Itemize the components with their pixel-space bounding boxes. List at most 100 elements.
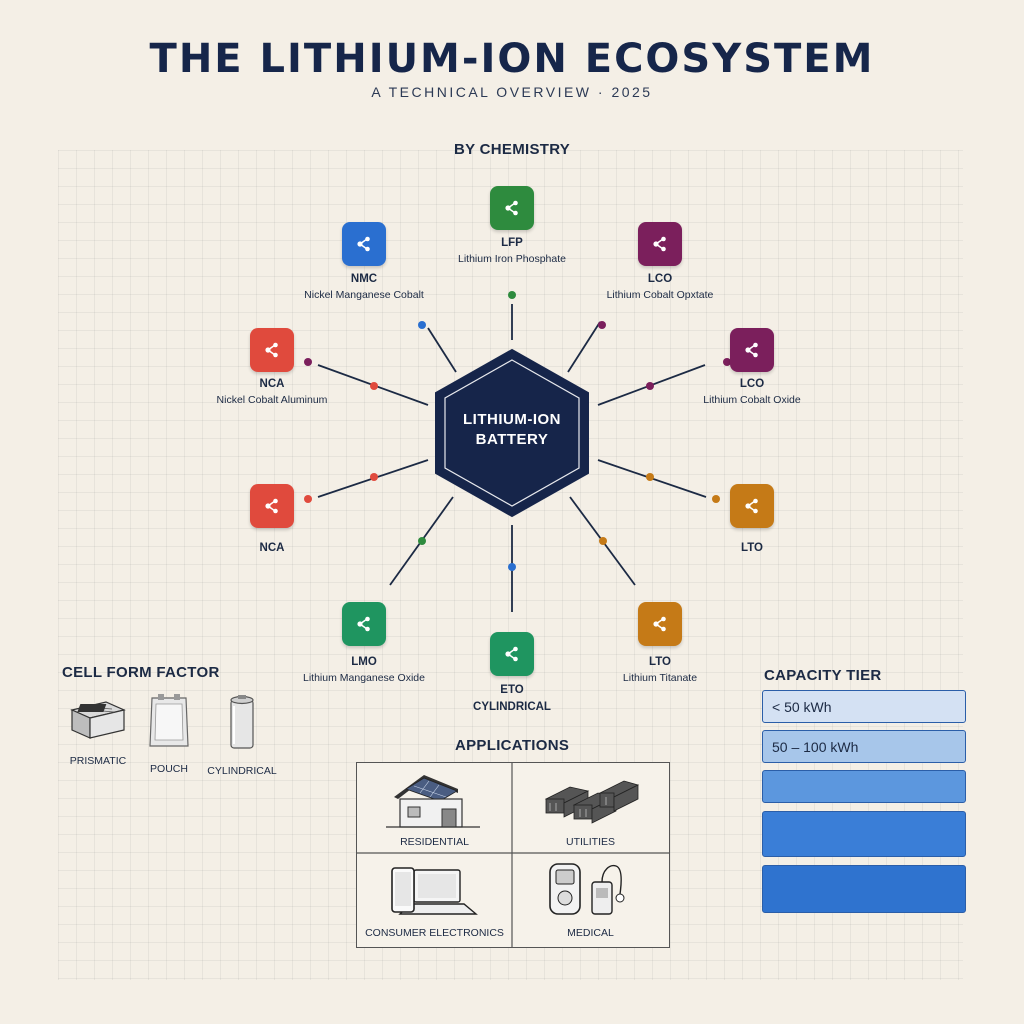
molecule-icon bbox=[265, 342, 278, 358]
form-factor-label: PRISMATIC bbox=[69, 755, 127, 767]
spoke-dot bbox=[508, 291, 516, 299]
spoke-dot bbox=[304, 358, 312, 366]
center-hexagon-inner bbox=[444, 359, 580, 507]
chemistry-abbr: NMC bbox=[350, 273, 378, 285]
devices-icon bbox=[391, 867, 478, 915]
chemistry-node-lco-icon bbox=[638, 222, 682, 266]
house-solar-icon bbox=[386, 775, 480, 828]
chemistry-full-name: Lithium Cobalt Opxtate bbox=[606, 288, 714, 301]
molecule-icon bbox=[745, 342, 758, 358]
application-label: CONSUMER ELECTRONICS bbox=[365, 927, 504, 939]
molecule-icon bbox=[265, 498, 278, 514]
chemistry-full-name: CYLINDRICAL bbox=[473, 700, 551, 713]
spoke-dot bbox=[418, 321, 426, 329]
form-factor-label: POUCH bbox=[150, 763, 188, 775]
chemistry-abbr: LTO bbox=[741, 542, 763, 554]
molecule-icon bbox=[357, 236, 370, 252]
chemistry-abbr: LTO bbox=[649, 656, 671, 668]
chemistry-node-label: NCA bbox=[162, 540, 382, 557]
capacity-tier-bar bbox=[762, 865, 966, 913]
spoke-dot bbox=[370, 473, 378, 481]
chemistry-node-nca-icon bbox=[250, 328, 294, 372]
chemistry-node-lmo-icon bbox=[342, 602, 386, 646]
form-factor-cylindrical: CYLINDRICAL bbox=[202, 694, 282, 777]
chemistry-node-label: ETO CYLINDRICAL bbox=[402, 682, 622, 715]
chemistry-node-label: LTO bbox=[642, 540, 862, 557]
chemistry-node-label: NMC Nickel Manganese Cobalt bbox=[254, 271, 474, 303]
chemistry-full-name: Nickel Manganese Cobalt bbox=[304, 288, 424, 301]
chemistry-full-name: Nickel Cobalt Aluminum bbox=[216, 393, 328, 406]
applications-heading: APPLICATIONS bbox=[455, 737, 570, 754]
chemistry-full-name: Lithium Manganese Oxide bbox=[303, 671, 425, 684]
capacity-tier-bar bbox=[762, 770, 966, 803]
form-factor-heading: CELL FORM FACTOR bbox=[62, 664, 220, 681]
molecule-icon bbox=[653, 616, 666, 632]
center-label-line1: LITHIUM-ION bbox=[463, 411, 561, 428]
molecule-icon bbox=[357, 616, 370, 632]
spoke-dot bbox=[370, 382, 378, 390]
form-factor-prismatic: PRISMATIC bbox=[58, 694, 138, 767]
chemistry-abbr: LCO bbox=[647, 273, 673, 285]
application-label: UTILITIES bbox=[565, 836, 615, 848]
chemistry-full-name: Lithium Titanate bbox=[622, 671, 698, 684]
molecule-icon bbox=[505, 200, 518, 216]
form-factor-pouch: POUCH bbox=[134, 694, 204, 775]
chemistry-node-eto-icon bbox=[490, 632, 534, 676]
application-utilities: UTILITIES bbox=[513, 763, 668, 854]
chemistry-node-nmc-icon bbox=[342, 222, 386, 266]
spoke-dot bbox=[723, 358, 731, 366]
center-hexagon bbox=[435, 348, 589, 518]
chemistry-node-lco-icon bbox=[730, 328, 774, 372]
center-node-label: LITHIUM-ION BATTERY bbox=[437, 410, 587, 451]
spoke-dot bbox=[712, 495, 720, 503]
page-title: THE LITHIUM-ION ECOSYSTEM bbox=[149, 36, 875, 82]
spoke-dot bbox=[304, 495, 312, 503]
chemistry-node-label: LTO Lithium Titanate bbox=[550, 654, 770, 686]
molecule-icon bbox=[505, 646, 518, 662]
spoke-dots bbox=[304, 291, 731, 571]
page-subtitle: A TECHNICAL OVERVIEW · 2025 bbox=[371, 84, 653, 100]
center-label-line2: BATTERY bbox=[475, 431, 549, 449]
capacity-tier-bar: 50 – 100 kWh bbox=[762, 730, 966, 763]
medical-devices-icon bbox=[549, 863, 625, 915]
chemistry-node-label: NCA Nickel Cobalt Aluminum bbox=[162, 376, 382, 408]
application-medical: MEDICAL bbox=[513, 854, 668, 945]
spoke-dot bbox=[646, 473, 654, 481]
capacity-tier-bar bbox=[762, 811, 966, 857]
spoke-dot bbox=[599, 537, 607, 545]
chemistry-abbr: NCA bbox=[259, 378, 285, 390]
application-label: MEDICAL bbox=[567, 927, 614, 939]
cylindrical-cell-icon bbox=[230, 695, 254, 749]
chemistry-node-label: LFP Lithium Iron Phosphate bbox=[402, 235, 622, 267]
chemistry-node-label: LMO Lithium Manganese Oxide bbox=[254, 654, 474, 686]
chemistry-abbr: LMO bbox=[351, 656, 377, 668]
molecule-icon bbox=[745, 498, 758, 514]
chemistry-node-lto-icon bbox=[730, 484, 774, 528]
chemistry-node-nca-icon bbox=[250, 484, 294, 528]
spoke-line bbox=[567, 321, 601, 373]
chemistry-node-lto-icon bbox=[638, 602, 682, 646]
capacity-tier-bar: < 50 kWh bbox=[762, 690, 966, 723]
chemistry-full-name: Lithium Cobalt Oxide bbox=[703, 393, 801, 406]
spoke-dot bbox=[646, 382, 654, 390]
applications-dividers bbox=[357, 763, 669, 947]
battery-racks-icon bbox=[544, 780, 640, 824]
chemistry-abbr: LFP bbox=[501, 237, 523, 249]
spoke-line bbox=[427, 327, 457, 373]
spoke-dot bbox=[508, 563, 516, 571]
chemistry-abbr: LCO bbox=[739, 378, 765, 390]
chemistry-abbr: ETO bbox=[500, 684, 524, 696]
form-factor-label: CYLINDRICAL bbox=[207, 765, 277, 777]
chemistry-full-name: Lithium Iron Phosphate bbox=[458, 252, 566, 265]
chemistry-node-label: LCO Lithium Cobalt Oxide bbox=[642, 376, 862, 408]
molecule-icon bbox=[653, 236, 666, 252]
chemistry-node-label: LCO Lithium Cobalt Opxtate bbox=[550, 271, 770, 303]
chemistry-abbr: NCA bbox=[259, 542, 285, 554]
application-consumer-electronics: CONSUMER ELECTRONICS bbox=[357, 854, 512, 945]
application-residential: RESIDENTIAL bbox=[357, 763, 512, 854]
capacity-heading: CAPACITY TIER bbox=[764, 667, 882, 684]
spoke-dot bbox=[418, 537, 426, 545]
prismatic-cell-icon bbox=[70, 701, 126, 739]
chemistry-heading: BY CHEMISTRY bbox=[454, 141, 571, 158]
